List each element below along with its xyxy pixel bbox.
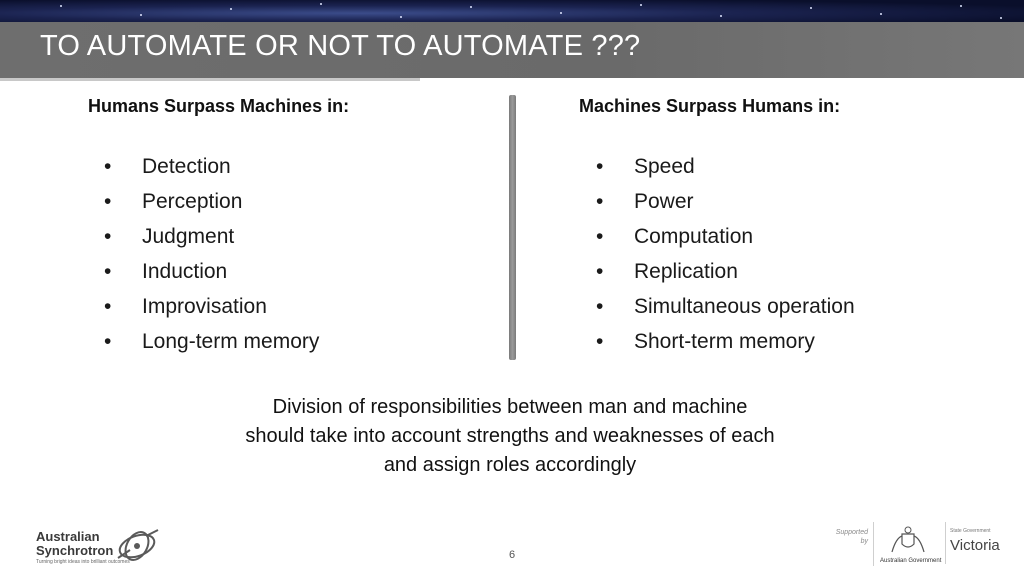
humans-strengths-list: •Detection •Perception •Judgment •Induct… [104, 149, 319, 359]
australian-government-logo: Australian Government [880, 526, 941, 566]
bullet-icon: • [104, 295, 112, 318]
slide-title: TO AUTOMATE OR NOT TO AUTOMATE ??? [40, 30, 641, 62]
bullet-icon: • [596, 260, 604, 283]
bullet-icon: • [104, 190, 112, 213]
list-item: •Detection [104, 149, 319, 184]
list-item: •Speed [596, 149, 855, 184]
title-underline [0, 78, 420, 81]
australian-synchrotron-logo: Australian Synchrotron Turning bright id… [36, 528, 161, 566]
coat-of-arms-icon [891, 526, 925, 553]
logo-separator [873, 522, 874, 566]
bullet-icon: • [596, 155, 604, 178]
list-item: •Computation [596, 219, 855, 254]
bullet-icon: • [104, 155, 112, 178]
starfield-banner [0, 0, 1024, 22]
logo-name: Australian Synchrotron [36, 529, 114, 558]
summary-text: Division of responsibilities between man… [245, 396, 775, 476]
bullet-icon: • [104, 260, 112, 283]
list-item: •Induction [104, 254, 319, 289]
page-number: 6 [508, 549, 516, 561]
bullet-icon: • [596, 330, 604, 353]
machines-strengths-list: •Speed •Power •Computation •Replication … [596, 149, 855, 359]
list-item: •Short-term memory [596, 324, 855, 359]
supported-by-label: Supported by [835, 529, 868, 545]
column-divider [509, 95, 516, 360]
bullet-icon: • [596, 225, 604, 248]
bullet-icon: • [104, 330, 112, 353]
logo-tagline: Turning bright ideas into brilliant outc… [36, 559, 130, 565]
list-item: •Judgment [104, 219, 319, 254]
list-item: •Simultaneous operation [596, 289, 855, 324]
victoria-government-logo: State Government Victoria [945, 522, 1006, 564]
title-bar [0, 22, 1024, 78]
bullet-icon: • [596, 295, 604, 318]
list-item: •Long-term memory [104, 324, 319, 359]
list-item: •Power [596, 184, 855, 219]
list-item: •Replication [596, 254, 855, 289]
left-column-heading: Humans Surpass Machines in: [88, 96, 350, 116]
bullet-icon: • [596, 190, 604, 213]
list-item: •Improvisation [104, 289, 319, 324]
synchrotron-swirl-icon [117, 529, 159, 561]
list-item: •Perception [104, 184, 319, 219]
bullet-icon: • [104, 225, 112, 248]
right-column-heading: Machines Surpass Humans in: [579, 96, 841, 116]
